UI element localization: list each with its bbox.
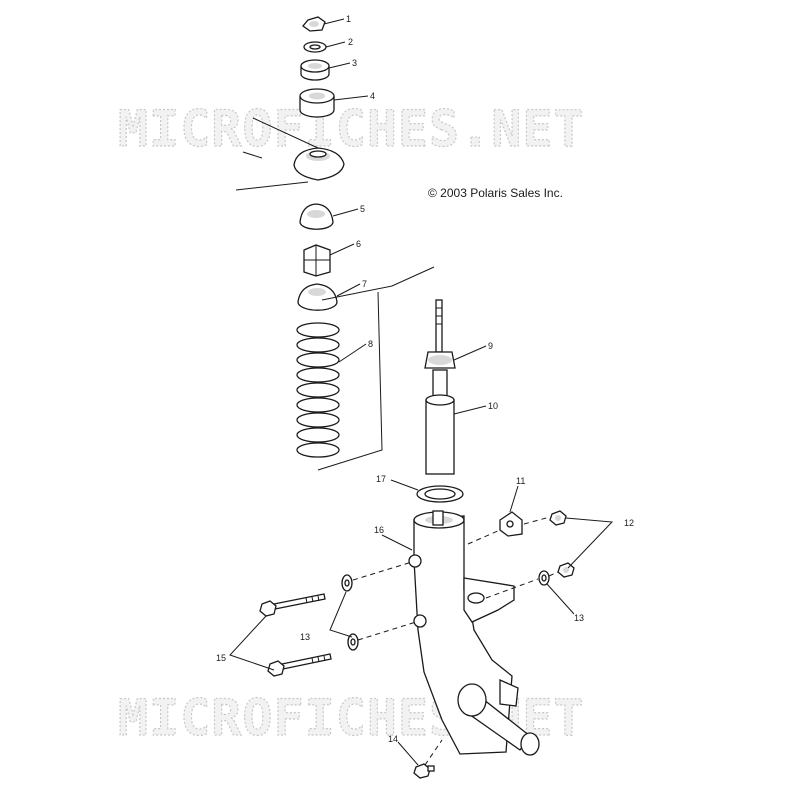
part-15-bolt-lower [267,653,332,677]
callout-14: 14 [388,734,398,744]
assembly-line-4 [523,516,551,525]
part-12-nut-lower [557,562,575,578]
callout-15: 15 [216,653,226,663]
assembly-line-2 [357,621,417,641]
callout-2: 2 [348,37,353,47]
callout-13-left: 13 [300,632,310,642]
leader-bracket-top [321,266,435,301]
callout-8: 8 [368,339,373,349]
callout-3: 3 [352,58,357,68]
callout-1: 1 [346,14,351,24]
callout-7: 7 [362,279,367,289]
assembly-line-1 [352,561,413,581]
leader-bracket-side [317,291,383,471]
callout-12: 12 [624,518,634,528]
part-10-shock-body [425,369,455,475]
callout-4: 4 [370,91,375,101]
part-5-spring-cup [299,203,334,230]
callout-5: 5 [360,204,365,214]
callout-13-right: 13 [574,613,584,623]
part-7-spring-seat [297,283,338,311]
callout-labels: 1 2 3 4 5 6 7 8 9 10 11 12 13 13 14 15 1… [216,14,634,744]
part-11-steering-tab [499,511,523,537]
part-8-coil-spring [296,322,340,458]
part-4-upper-mount [299,88,335,118]
copyright-notice: © 2003 Polaris Sales Inc. [428,186,563,200]
callout-6: 6 [356,239,361,249]
part-13-washer-left-upper [341,574,353,592]
leader-lines [229,18,614,766]
part-14-grease-fitting [413,763,435,779]
assembly-line-3 [467,529,501,545]
part-2-washer [303,41,327,53]
callout-17: 17 [376,474,386,484]
callout-11: 11 [516,476,525,486]
assembly-line-6 [548,571,559,577]
callout-9: 9 [488,341,493,351]
watermark-top: MICROFICHES.NET [118,100,585,158]
part-13-washer-right [538,570,550,586]
part-12-nut-upper [549,510,567,526]
part-16-steering-knuckle [408,510,540,756]
upper-dust-shield [235,117,345,191]
part-15-bolt-upper [259,593,326,617]
callout-10: 10 [488,401,498,411]
assembly-line-5 [485,578,539,599]
part-6-adjuster-nut [303,244,331,277]
part-13-washer-left-lower [347,633,359,651]
part-17-seal-ring [416,485,464,503]
part-3-bushing [300,59,330,81]
callout-16: 16 [374,525,384,535]
part-1-top-nut [302,16,326,32]
part-9-shock-shaft [424,299,456,369]
